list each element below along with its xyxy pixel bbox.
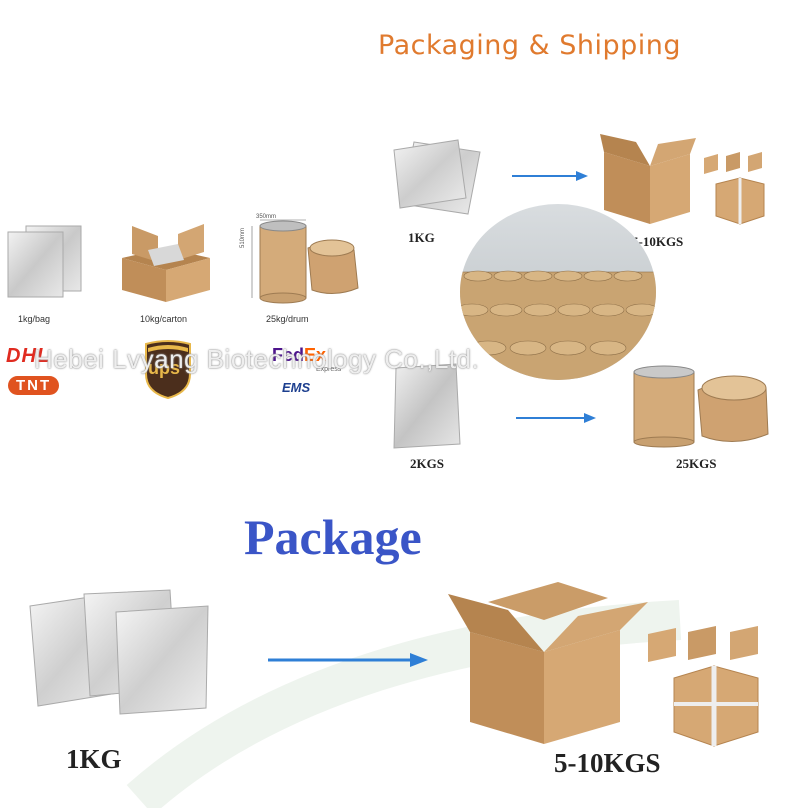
company-watermark: Hebei Lvyang Biotechnology Co.,Ltd. — [34, 344, 480, 374]
foil-bag-1kg-top-right-image — [393, 139, 481, 215]
fedex-express-text: Express — [316, 366, 342, 373]
foil-bag-2kgs-image — [393, 363, 461, 449]
drum-height-dim: 510mm — [240, 227, 246, 248]
cardboard-boxes-top-image — [600, 134, 765, 225]
label-5-10kgs-bottom: 5-10KGS — [554, 748, 661, 778]
drum-25kg-image — [251, 219, 359, 304]
dhl-logo: DHL — [6, 345, 51, 367]
fiber-drum-25kgs-image — [633, 365, 769, 448]
arrow-right-icon-2 — [516, 413, 596, 423]
package-heading: Package — [244, 509, 422, 565]
label-1kg-bag: 1kg/bag — [18, 314, 51, 324]
carton-10kg-image — [122, 224, 210, 302]
arrow-right-icon — [512, 171, 588, 181]
warehouse-drums-photo — [460, 204, 656, 380]
ups-logo-text: ups — [148, 358, 181, 378]
label-5-10kgs-top: 5-10KGS — [632, 234, 684, 249]
label-10kg-carton: 10kg/carton — [140, 314, 188, 324]
fedex-fe: Fed — [272, 345, 305, 365]
foil-bag-1kg-image — [7, 225, 82, 298]
fedex-ex: Ex — [304, 345, 327, 365]
drum-width-dim: 350mm — [256, 214, 277, 220]
label-2kgs: 2KGS — [410, 456, 444, 471]
label-25kgs: 25KGS — [676, 456, 717, 471]
ems-logo: EMS — [282, 380, 311, 395]
cardboard-boxes-bottom-image — [448, 582, 759, 747]
fedex-logo: FedEx — [272, 345, 326, 366]
tnt-logo: TNT — [8, 376, 60, 395]
foil-bags-1kg-bottom-image — [29, 589, 209, 715]
label-1kg-bottom: 1KG — [66, 744, 122, 774]
arrow-right-icon-3 — [268, 653, 428, 667]
ups-shield-icon — [145, 340, 191, 400]
label-25kg-drum: 25kg/drum — [266, 314, 309, 324]
packaging-shipping-heading: Packaging & Shipping — [378, 30, 682, 61]
label-1kg-top: 1KG — [408, 230, 435, 245]
